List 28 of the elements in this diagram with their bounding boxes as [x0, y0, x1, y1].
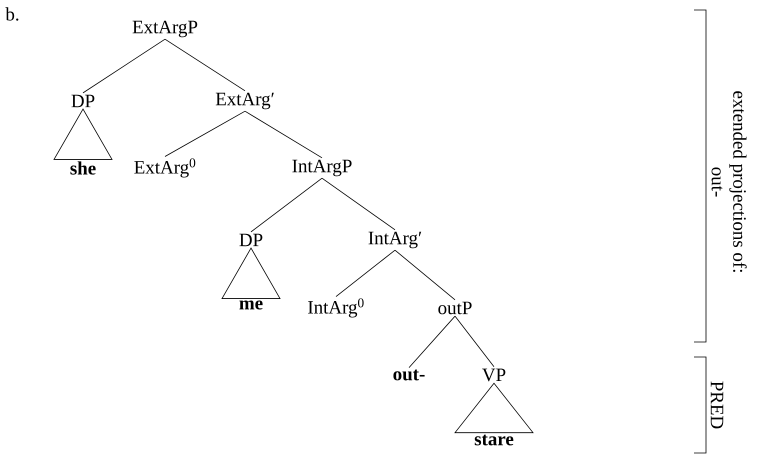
tree-node-label: me — [239, 300, 263, 310]
branch-line — [250, 178, 322, 232]
item-letter: b. — [5, 7, 18, 21]
bracket-label: PRED — [710, 381, 724, 428]
branch-line — [164, 38, 246, 92]
branch-line — [408, 316, 456, 368]
tree-node-label: DP — [71, 94, 94, 108]
bracket-label: extended projections of: — [729, 91, 747, 272]
tree-node-label: DP — [239, 234, 262, 246]
tree-node-label: out- — [393, 370, 425, 380]
branch-line — [164, 110, 246, 157]
tree-node-label: ExtArgP — [132, 20, 198, 38]
tree-node-label: stare — [474, 434, 514, 446]
tree-node-label: ExtArg$^{0}$ — [134, 158, 196, 178]
branch-line — [336, 250, 396, 297]
branch-line — [322, 178, 396, 230]
tree-node-label: IntArg$^{0}$ — [308, 298, 364, 318]
tree-node-label: IntArg′ — [368, 232, 422, 248]
tree-node-label: ExtArg′ — [216, 92, 274, 110]
branch-line — [454, 316, 494, 368]
branch-line — [394, 250, 456, 300]
tree-node-label: VP — [482, 368, 506, 382]
tree-node-label: outP — [438, 302, 472, 314]
branch-line — [244, 110, 322, 158]
tree-node-label: she — [70, 161, 96, 175]
bracket-label: out- — [712, 167, 722, 197]
tree-node-label: IntArgP — [292, 160, 352, 176]
branch-line — [82, 38, 166, 94]
